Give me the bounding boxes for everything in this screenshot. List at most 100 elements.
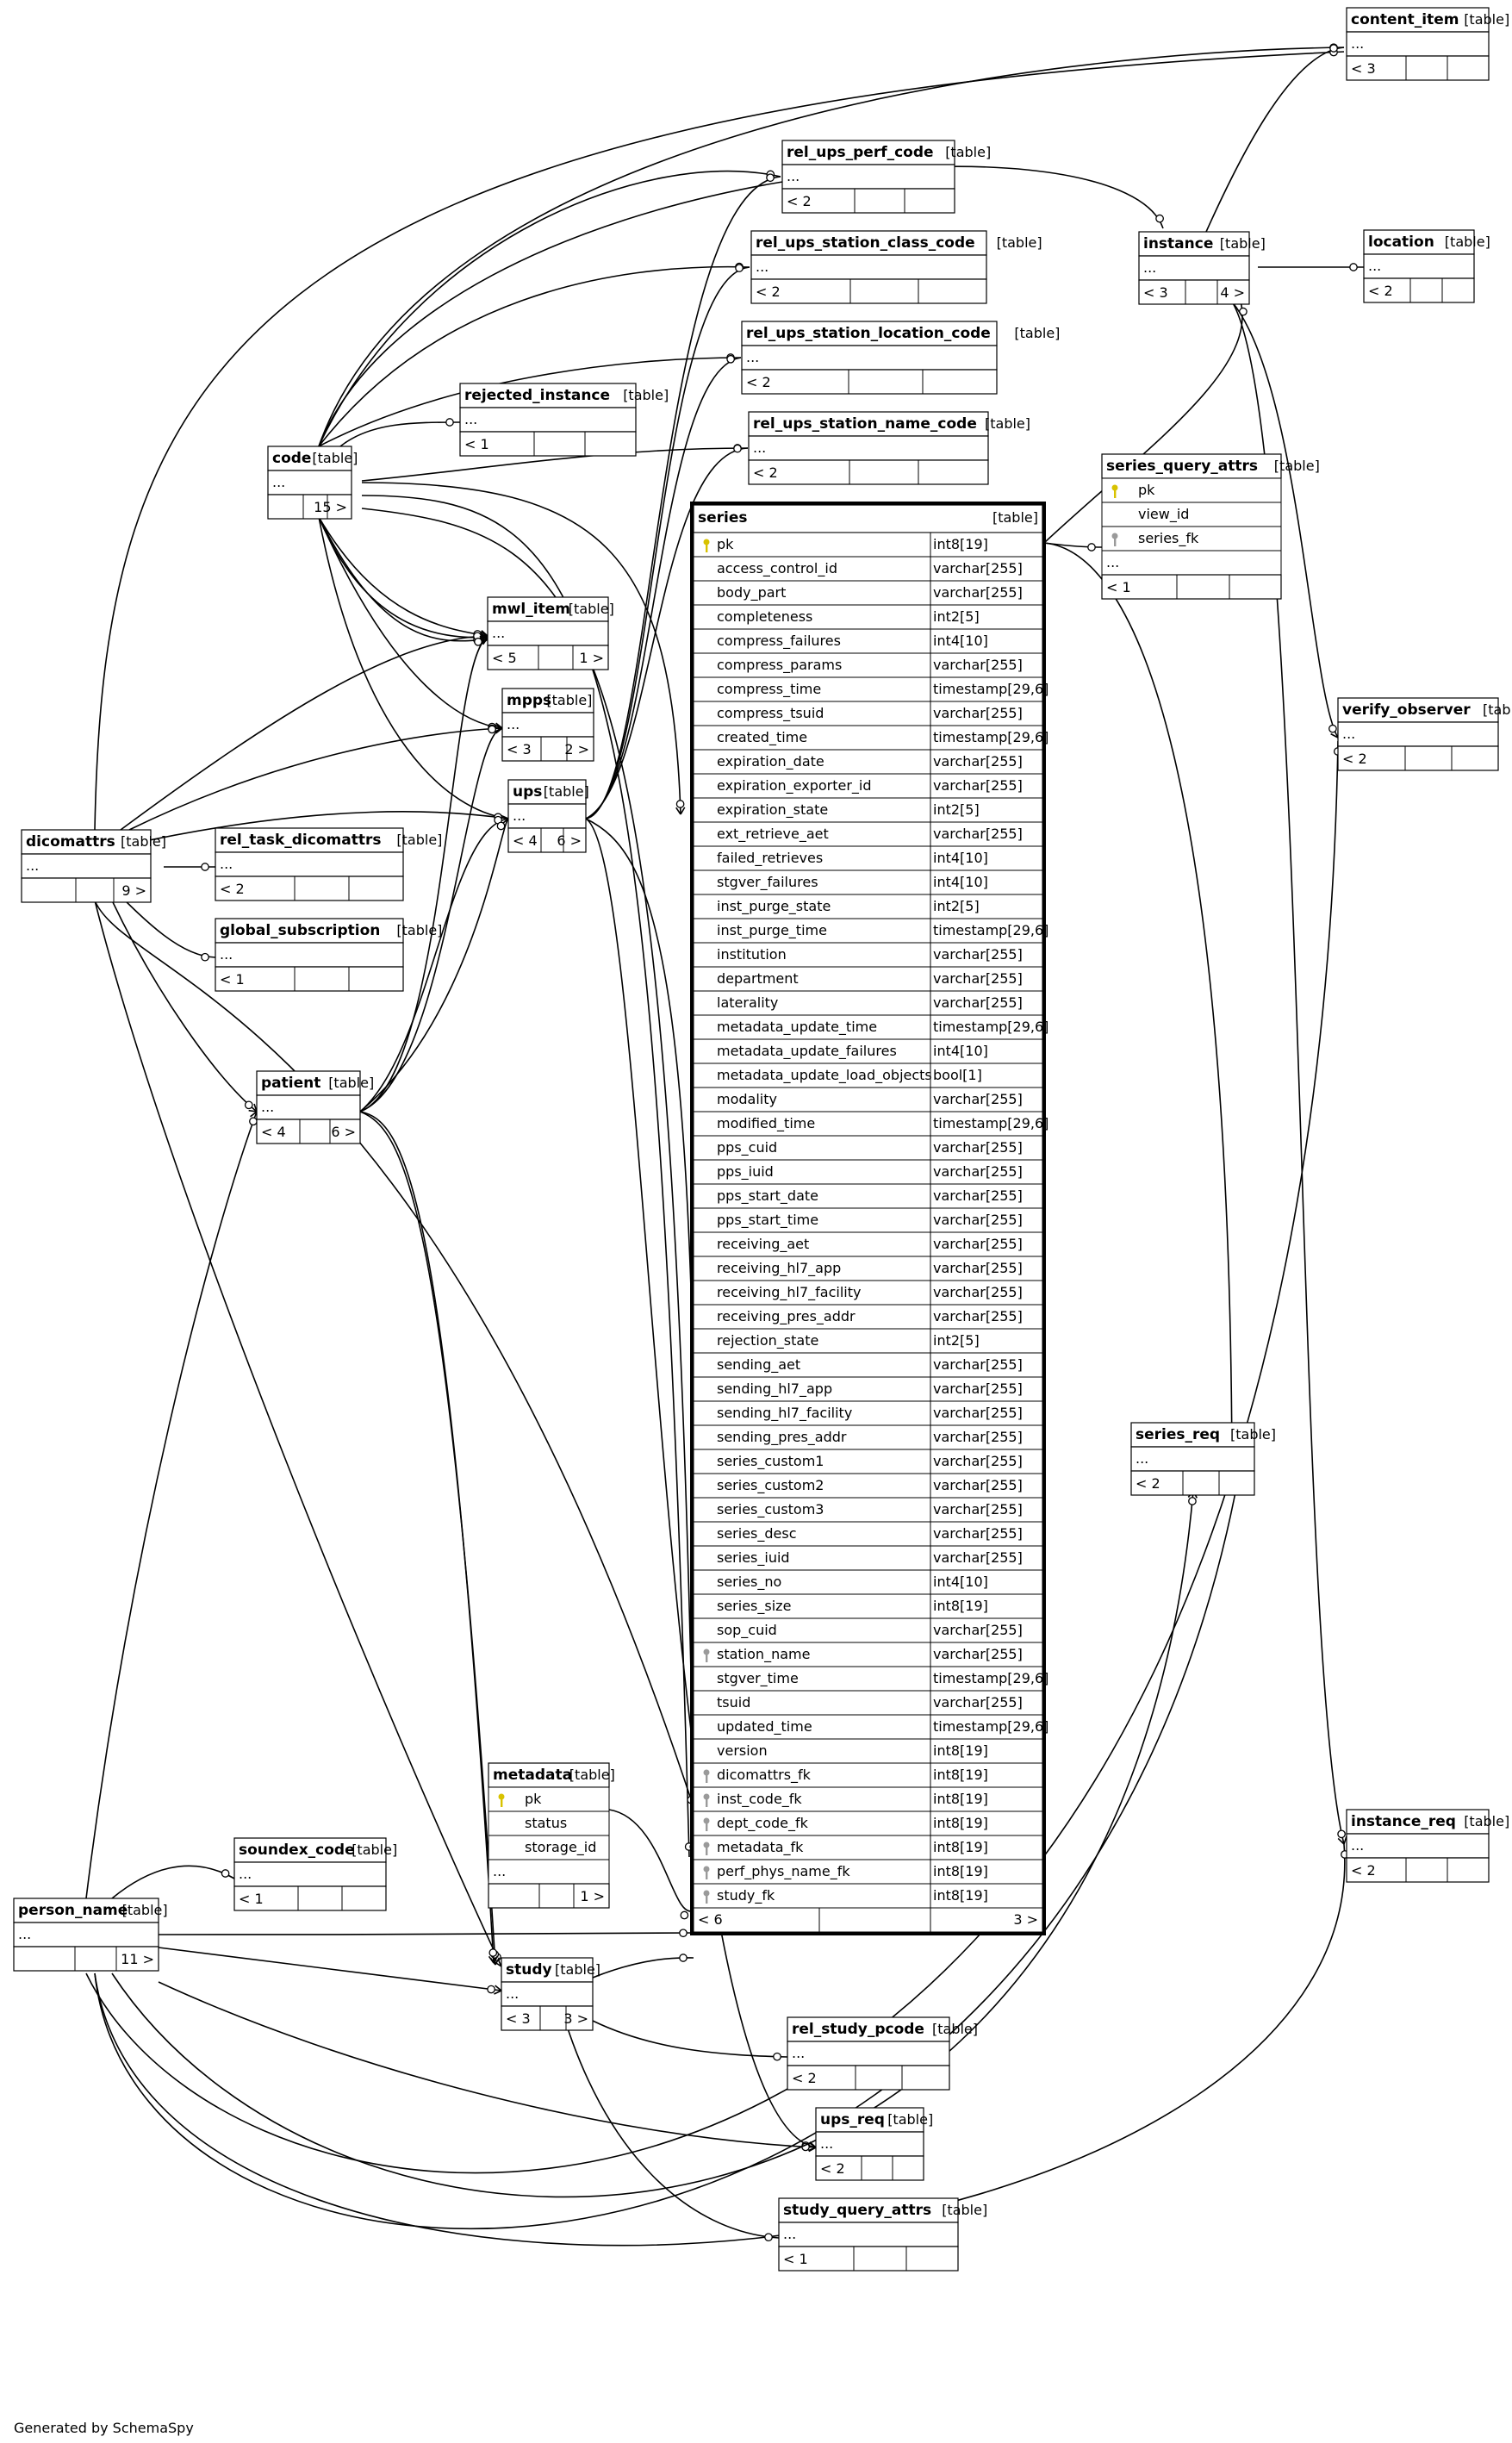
table-soundex_code[interactable]: soundex_code[table]...< 1 [233,1837,397,1911]
ellipsis-row: ... [1106,554,1119,570]
optional-marker [249,1117,258,1126]
table-person_name[interactable]: person_name[table]...11 > [13,1898,168,1972]
relationship-edge [585,176,781,820]
table-rel_ups_station_name_code[interactable]: rel_ups_station_name_code[table]...< 2 [748,411,1030,485]
column-type: varchar[255] [933,777,1023,794]
column-type: timestamp[29,6] [933,922,1048,938]
table-tag: [table] [544,783,589,800]
footer-credit: Generated by SchemaSpy [14,2420,194,2436]
column-type: varchar[255] [933,1694,1023,1711]
table-series_query_attrs[interactable]: series_query_attrs[table]pkview_idseries… [1101,453,1320,600]
ellipsis-row: ... [1351,1837,1364,1854]
column-type: varchar[255] [933,1525,1023,1542]
table-rel_task_dicomattrs[interactable]: rel_task_dicomattrs[table]...< 2 [215,827,442,901]
table-rel_ups_perf_code[interactable]: rel_ups_perf_code[table]...< 2 [781,140,991,214]
parents-count: < 5 [492,650,517,666]
children-count: 1 > [579,650,604,666]
column-name: expiration_exporter_id [717,777,872,795]
column-name: pps_cuid [717,1139,777,1156]
table-name: dicomattrs [26,833,115,851]
table-name: ups_req [820,2111,885,2128]
relationship-edge [111,1865,235,1899]
relationship-edge [318,516,509,820]
column-name: dicomattrs_fk [717,1767,812,1784]
column-type: varchar[255] [933,657,1023,673]
table-name: rel_ups_station_name_code [753,415,977,433]
table-study_query_attrs[interactable]: study_query_attrs[table]...< 1 [778,2197,987,2272]
column-type: int4[10] [933,850,988,866]
table-instance_req[interactable]: instance_req[table]...< 2 [1346,1809,1509,1883]
column-type: varchar[255] [933,753,1023,770]
column-name: receiving_aet [717,1236,809,1253]
optional-marker [244,1100,253,1110]
table-dicomattrs[interactable]: dicomattrs[table]...9 > [21,829,166,903]
table-series_req[interactable]: series_req[table]...< 2 [1130,1422,1276,1496]
column-type: varchar[255] [933,826,1023,842]
table-rel_ups_station_location_code[interactable]: rel_ups_station_location_code[table]...<… [741,321,1060,395]
relationship-edge [359,818,509,1112]
parents-count: < 3 [1351,60,1376,77]
ellipsis-row: ... [746,349,759,365]
table-global_subscription[interactable]: global_subscription[table]...< 1 [215,918,442,992]
table-name: instance_req [1351,1813,1456,1830]
table-tag: [table] [352,1842,397,1858]
relationship-edge [585,357,742,820]
table-rel_study_pcode[interactable]: rel_study_pcode[table]...< 2 [787,2016,978,2091]
column-row: series_iuid varchar[255] [693,1545,1043,1571]
table-tag: [table] [1464,1813,1509,1829]
ellipsis-row: ... [493,1863,506,1879]
column-type: varchar[255] [933,1549,1023,1566]
table-name: instance [1143,235,1213,252]
table-ups_req[interactable]: ups_req[table]...< 2 [815,2107,933,2181]
table-name: series_req [1136,1426,1220,1443]
column-name: series_iuid [717,1549,790,1567]
table-rel_ups_station_class_code[interactable]: rel_ups_station_class_code[table]...< 2 [750,230,1042,304]
table-rejected_instance[interactable]: rejected_instance[table]...< 1 [459,383,669,457]
relationship-edge [128,811,509,845]
column-type: int8[19] [933,1887,988,1904]
column-pk: pk [1138,482,1155,498]
column-name: ext_retrieve_aet [717,826,829,843]
table-location[interactable]: location[table]...< 2 [1363,229,1490,303]
ellipsis-row: ... [492,625,505,641]
many-marker [480,631,488,641]
table-name: rejected_instance [464,387,610,404]
column-name: station_name [717,1646,810,1663]
relationship-edge [585,818,697,1858]
column-type: int2[5] [933,608,980,625]
column-row: ext_retrieve_aet varchar[255] [693,821,1043,847]
table-name: rel_ups_perf_code [787,144,934,161]
column-name: metadata_update_time [717,1019,877,1036]
table-verify_observer[interactable]: verify_observer[table]...< 2 [1337,697,1512,771]
foreign-key-icon [703,1842,710,1855]
table-code[interactable]: code[table]...15 > [267,446,358,520]
optional-marker [680,1910,689,1920]
column-name: compress_time [717,681,821,698]
optional-marker [1349,263,1358,271]
column-name: created_time [717,729,807,746]
foreign-key-icon [703,1793,710,1807]
many-marker [494,1985,502,1995]
ellipsis-row: ... [1342,726,1355,742]
ellipsis-row: ... [787,168,800,184]
optional-marker [1329,44,1338,53]
column-type: varchar[255] [933,1212,1023,1228]
table-content_item[interactable]: content_item[table]...< 3 [1346,7,1509,81]
